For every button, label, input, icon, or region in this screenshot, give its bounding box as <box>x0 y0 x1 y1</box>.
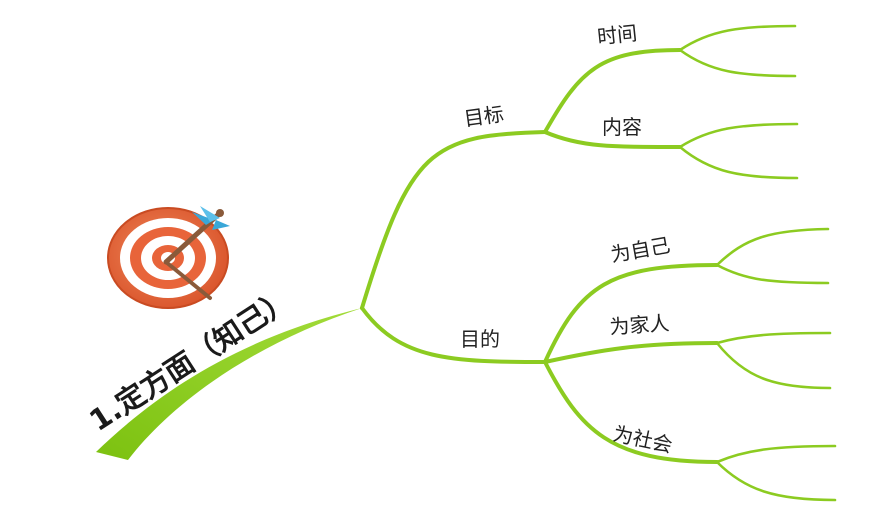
twig-2-2-b <box>715 341 832 390</box>
child-label-for-self: 为自己 <box>609 233 672 267</box>
branch-connector-1 <box>360 130 547 310</box>
twig-1-1-b <box>678 48 797 78</box>
branch-connector-1-2 <box>543 130 682 149</box>
child-label-content: 内容 <box>602 115 642 139</box>
twig-2-1-a <box>715 227 830 267</box>
twig-2-3-b <box>715 460 837 502</box>
branch-label-goal: 目标 <box>462 102 505 131</box>
branch-label-purpose: 目的 <box>460 327 500 351</box>
target-with-arrow-icon <box>107 206 230 309</box>
twig-2-3-a <box>715 444 837 464</box>
twig-1-1-a <box>678 24 797 52</box>
twig-2-2-a <box>715 331 832 345</box>
branch-connector-2-2 <box>543 341 719 364</box>
child-label-for-society: 为社会 <box>611 421 675 457</box>
twig-1-2-b <box>678 145 799 180</box>
twig-2-1-b <box>715 263 830 285</box>
branch-connector-2-3 <box>543 360 719 464</box>
child-label-time: 时间 <box>596 21 638 49</box>
branch-connector-2-1 <box>543 263 719 364</box>
branch-connector-2 <box>360 306 547 364</box>
branch-connector-1-1 <box>543 48 682 134</box>
twig-1-2-a <box>678 122 799 149</box>
root-branch <box>96 308 362 460</box>
child-label-for-family: 为家人 <box>609 311 671 339</box>
